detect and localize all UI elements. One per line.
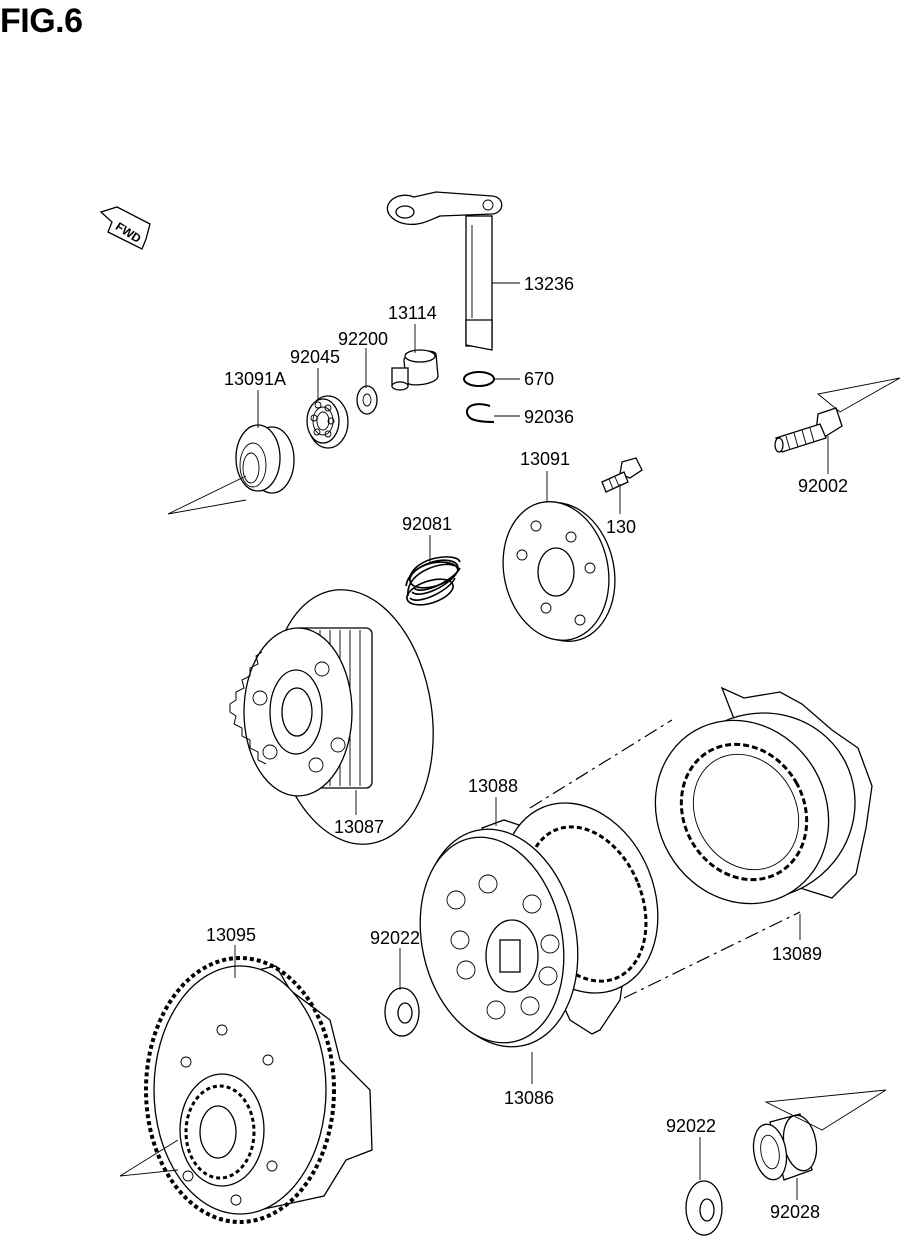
part-label-92036: 92036 bbox=[524, 407, 574, 427]
pressure-plate bbox=[502, 501, 616, 642]
washer-92200 bbox=[356, 385, 378, 415]
push-piece bbox=[391, 349, 439, 391]
part-label-670: 670 bbox=[524, 369, 554, 389]
part-label-13089: 13089 bbox=[772, 944, 822, 964]
part-label-92045: 92045 bbox=[290, 347, 340, 367]
washer-92022-upper bbox=[384, 987, 420, 1037]
ball-bearing bbox=[306, 395, 349, 449]
figure-title: FIG.6 bbox=[0, 2, 83, 40]
part-label-92200: 92200 bbox=[338, 329, 388, 349]
part-label-13095: 13095 bbox=[206, 925, 256, 945]
part-label-13091: 13091 bbox=[520, 449, 570, 469]
part-label-13088: 13088 bbox=[468, 776, 518, 796]
reference-line bbox=[816, 377, 900, 413]
clutch-housing bbox=[144, 956, 373, 1224]
leader-lines bbox=[234, 282, 829, 1200]
part-label-13114: 13114 bbox=[388, 303, 437, 323]
part-label-13091A: 13091A bbox=[224, 369, 286, 389]
bolt-130 bbox=[601, 457, 643, 493]
part-label-130: 130 bbox=[606, 517, 636, 537]
reference-line bbox=[119, 1139, 179, 1177]
guide-line bbox=[529, 719, 673, 809]
bearing-holder bbox=[235, 424, 295, 494]
part-label-13086: 13086 bbox=[504, 1088, 554, 1108]
part-label-92002: 92002 bbox=[798, 476, 848, 496]
part-label-13087: 13087 bbox=[334, 817, 384, 837]
part-label-92022-lower: 92022 bbox=[666, 1116, 716, 1136]
part-label-92081: 92081 bbox=[402, 514, 452, 534]
collar bbox=[752, 1113, 818, 1181]
guide-line bbox=[623, 911, 801, 999]
part-label-92022-upper: 92022 bbox=[370, 928, 420, 948]
release-lever-shaft bbox=[386, 191, 503, 351]
clutch-spring bbox=[405, 556, 461, 606]
fwd-arrow-icon: FWD bbox=[99, 206, 151, 250]
part-label-92028: 92028 bbox=[770, 1202, 820, 1222]
clutch-pressure-plate bbox=[419, 828, 579, 1048]
reference-line bbox=[764, 1089, 887, 1131]
circlip bbox=[465, 403, 495, 423]
friction-plate bbox=[654, 686, 873, 905]
reference-line bbox=[167, 475, 247, 515]
o-ring bbox=[463, 371, 495, 387]
bolt-92002 bbox=[774, 407, 843, 453]
clutch-hub bbox=[229, 589, 434, 845]
part-label-13236: 13236 bbox=[524, 274, 574, 294]
washer-92022-lower bbox=[685, 1180, 723, 1236]
